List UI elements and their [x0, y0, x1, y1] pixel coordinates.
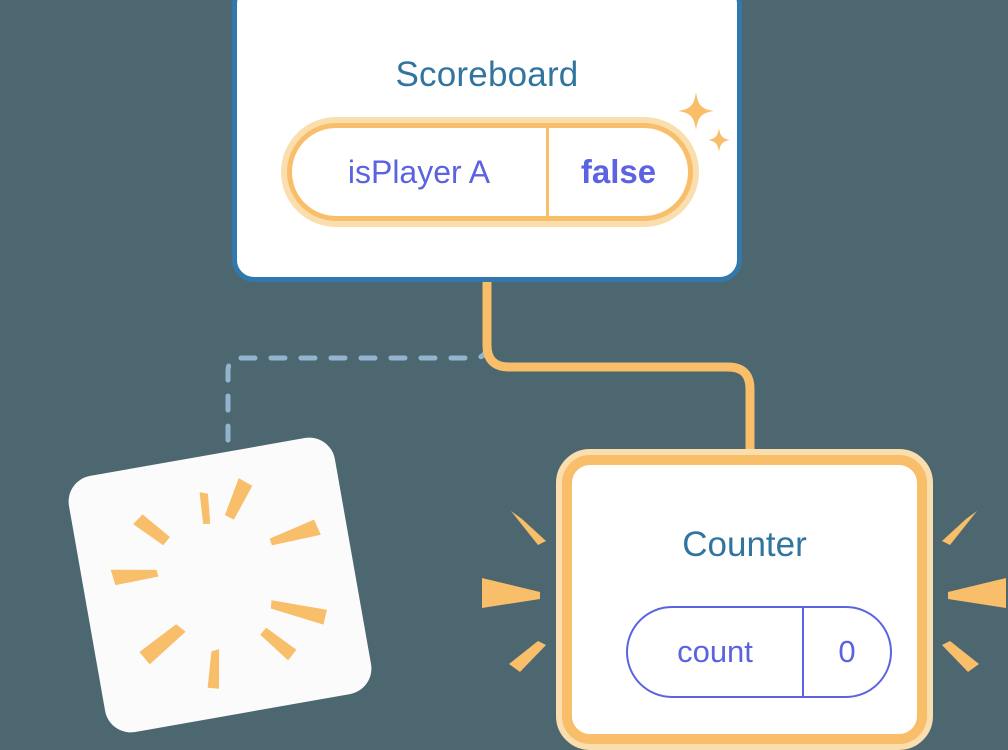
scoreboard-card[interactable]: Scoreboard isPlayer A false — [232, 0, 742, 282]
burst-ray — [224, 478, 253, 520]
scoreboard-property-key: isPlayer A — [347, 153, 491, 190]
scoreboard-property-pill[interactable]: isPlayer A false — [281, 117, 699, 227]
counter-property-key: count — [677, 634, 753, 669]
burst-ray — [511, 511, 546, 545]
counter-burst-rays-left — [482, 511, 546, 672]
burst-ray — [509, 641, 546, 672]
placeholder-burst-rays — [110, 478, 327, 689]
counter-pill-divider — [802, 608, 804, 696]
placeholder-card[interactable] — [64, 433, 376, 737]
counter-property-pill[interactable]: count 0 — [626, 606, 892, 698]
scoreboard-title: Scoreboard — [395, 55, 579, 94]
burst-ray — [110, 569, 159, 586]
burst-ray — [199, 492, 211, 524]
scoreboard-pill-highlight-halo — [281, 117, 699, 227]
sparkle-group — [678, 92, 730, 152]
burst-ray — [942, 511, 977, 545]
burst-ray — [270, 600, 327, 625]
burst-ray — [948, 578, 1006, 608]
sparkle-large-icon — [678, 92, 714, 130]
scoreboard-pill-divider — [546, 128, 549, 216]
counter-property-value: 0 — [838, 634, 856, 669]
sparkle-small-icon — [708, 128, 730, 152]
connector-solid-to-counter — [482, 278, 755, 467]
burst-ray — [942, 641, 979, 672]
burst-ray — [207, 649, 220, 689]
counter-title: Counter — [682, 525, 807, 564]
counter-burst-rays-right — [942, 511, 1006, 672]
scoreboard-property-value: false — [580, 153, 657, 190]
burst-ray — [133, 514, 170, 546]
counter-card[interactable]: Counter count 0 — [556, 449, 933, 750]
burst-ray — [269, 519, 321, 546]
burst-ray — [482, 578, 540, 608]
burst-ray — [139, 624, 186, 665]
burst-ray — [260, 627, 297, 661]
